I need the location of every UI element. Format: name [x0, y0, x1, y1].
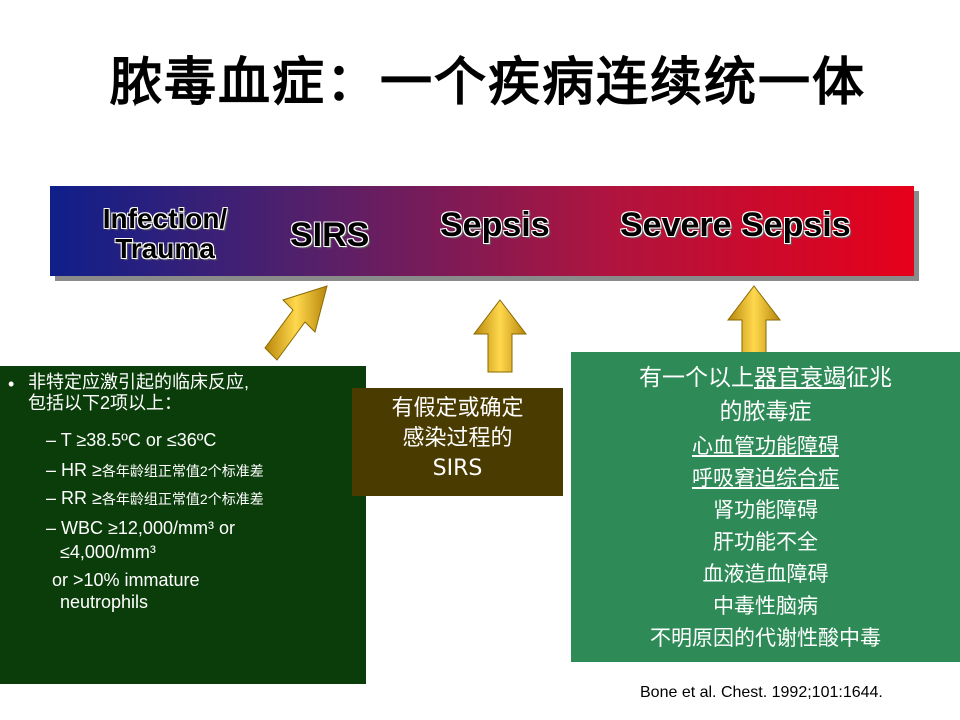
item-renal: 肾功能障碍 [713, 498, 818, 522]
sirs-label: SIRS [290, 216, 370, 254]
severe-sepsis-arrow-icon [726, 285, 782, 359]
sirs-criteria-box: • 非特定应激引起的临床反应, 包括以下2项以上： – T ≥38.5ºC or… [0, 366, 366, 684]
sirs-intro-line2: 包括以下2项以上： [28, 393, 183, 413]
item-hematologic: 血液造血障碍 [702, 562, 829, 586]
sepsis-arrow-icon [472, 299, 528, 373]
severe-line2: 的脓毒症 [719, 399, 812, 425]
sirs-intro-line1: 非特定应激引起的临床反应, [28, 372, 249, 392]
criterion-heart-rate: – HR ≥各年龄组正常值2个标准差 [46, 460, 264, 480]
item-encephalopathy: 中毒性脑病 [713, 594, 818, 618]
continuum-bar: Infection/ Trauma SIRS Sepsis Severe Sep… [50, 186, 914, 276]
infection-trauma-label: Infection/ Trauma [90, 204, 240, 264]
criterion-wbc: – WBC ≥12,000/mm³ or [46, 518, 235, 538]
slide-title: 脓毒血症：一个疾病连续统一体 [110, 52, 867, 113]
sepsis-definition-box: 有假定或确定 感染过程的 SIRS [352, 388, 563, 496]
wbc-line3: or >10% immature [52, 570, 200, 590]
sirs-intro: 非特定应激引起的临床反应, 包括以下2项以上： [28, 372, 358, 414]
criterion-temperature: – T ≥38.5ºC or ≤36ºC [46, 430, 217, 450]
wbc-line2: ≤4,000/mm³ [60, 542, 156, 562]
severe-sepsis-label: Severe Sepsis [620, 206, 851, 244]
bullet-icon: • [8, 374, 15, 394]
wbc-line4: neutrophils [60, 592, 149, 612]
citation: Bone et al. Chest. 1992;101:1644. [640, 684, 883, 701]
item-acidosis: 不明原因的代谢性酸中毒 [650, 626, 881, 650]
item-respiratory: 呼吸窘迫综合症 [692, 466, 839, 490]
organ-failure-link: 器官衰竭 [754, 365, 846, 391]
sepsis-line3: SIRS [432, 456, 483, 481]
criterion-resp-rate: – RR ≥各年龄组正常值2个标准差 [46, 488, 264, 508]
item-cardiovascular: 心血管功能障碍 [692, 434, 839, 458]
infection-label: Infection/ [102, 203, 228, 234]
sepsis-label: Sepsis [440, 206, 550, 244]
trauma-label: Trauma [115, 233, 215, 264]
sepsis-line2: 感染过程的 [402, 426, 513, 451]
sirs-arrow-icon [264, 285, 328, 361]
severe-line1: 有一个以上器官衰竭征兆 [639, 365, 892, 391]
item-hepatic: 肝功能不全 [713, 530, 818, 554]
sepsis-line1: 有假定或确定 [391, 396, 524, 421]
severe-sepsis-box: 有一个以上器官衰竭征兆 的脓毒症 心血管功能障碍 呼吸窘迫综合症 肾功能障碍 肝… [571, 352, 960, 662]
